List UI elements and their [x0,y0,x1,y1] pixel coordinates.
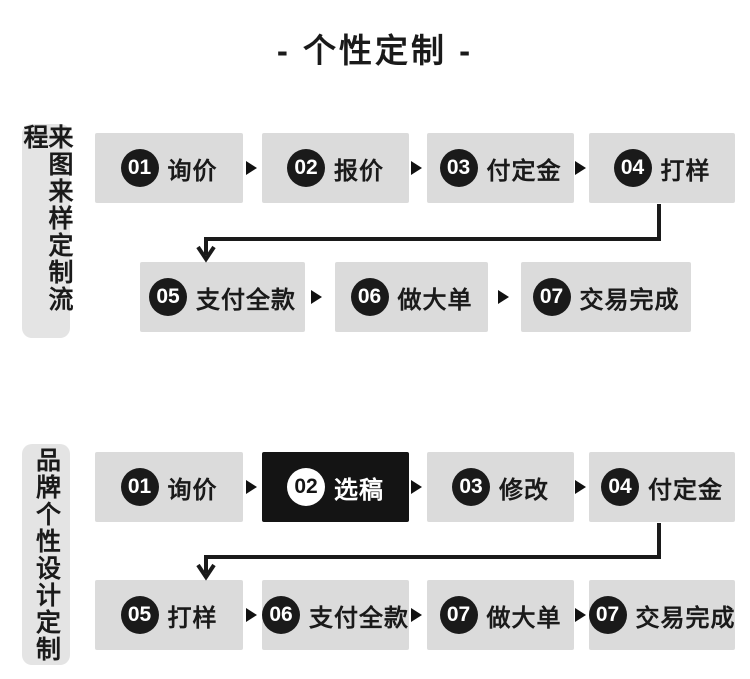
step-box-s2-fullpay: 06 支付全款 [262,580,409,650]
arrow-right-icon [411,161,422,175]
step-number-badge: 01 [120,468,159,506]
step-number-badge: 04 [613,149,652,187]
step-box-s1-fullpay: 05 支付全款 [140,262,305,332]
step-number-badge: 03 [452,468,490,506]
step-label: 询价 [167,476,218,504]
step-number-badge: 02 [287,149,325,187]
page-title: - 个性定制 - [276,32,474,69]
step-label: 付定金 [648,476,723,504]
step-number-badge: 07 [532,278,571,316]
arrow-right-icon [246,480,257,494]
arrow-right-icon [498,290,509,304]
step-label: 付定金 [486,157,562,185]
step-box-s1-complete: 07 交易完成 [521,262,691,332]
step-number-badge: 06 [262,596,300,634]
step-box-s2-complete: 07 交易完成 [588,580,736,650]
section-1-sidebar-label: 来图来样定制流程 [20,124,73,313]
section-2-sidebar: 品牌个性设计定制 [22,444,70,665]
step-box-s2-inquiry: 01 询价 [95,452,243,522]
step-label: 询价 [167,157,218,185]
step-box-s2-deposit: 04 付定金 [589,452,735,522]
section-2-sidebar-label: 品牌个性设计定制 [32,446,61,663]
step-label: 交易完成 [579,286,680,314]
step-box-s2-select-draft: 02 选稿 [262,452,409,522]
step-number-badge: 05 [120,596,159,634]
step-label: 做大单 [397,286,473,314]
arrow-right-icon [246,161,257,175]
connector-arrow-down-icon [196,563,216,581]
step-label: 打样 [660,157,711,185]
step-label: 交易完成 [635,604,736,632]
step-box-s1-inquiry: 01 询价 [95,133,243,203]
step-number-badge: 03 [439,149,478,187]
step-number-badge: 05 [149,278,187,316]
arrow-right-icon [311,290,322,304]
step-label: 打样 [167,604,218,632]
step-label: 做大单 [486,604,562,632]
step-number-badge: 01 [120,149,159,187]
step-box-s2-bulkorder: 07 做大单 [427,580,574,650]
step-label: 报价 [334,157,384,185]
connector-line [204,204,661,255]
connector-line [204,523,661,573]
connector-arrow-down-icon [196,245,216,263]
section-1-sidebar: 来图来样定制流程 [20,124,73,338]
step-number-badge: 02 [287,468,325,506]
step-number-badge: 04 [601,468,639,506]
step-box-s1-sample: 04 打样 [589,133,735,203]
step-box-s1-bulkorder: 06 做大单 [335,262,488,332]
arrow-right-icon [411,608,422,622]
step-box-s2-modify: 03 修改 [427,452,574,522]
step-label: 支付全款 [196,286,296,314]
step-box-s1-quote: 02 报价 [262,133,409,203]
step-box-s2-sample: 05 打样 [95,580,243,650]
step-label: 支付全款 [309,604,409,632]
step-label: 选稿 [334,476,384,504]
step-number-badge: 07 [588,596,627,634]
step-label: 修改 [499,476,549,504]
step-number-badge: 07 [439,596,478,634]
arrow-right-icon [246,608,257,622]
step-number-badge: 06 [350,278,389,316]
arrow-right-icon [575,161,586,175]
arrow-right-icon [575,608,586,622]
step-box-s1-deposit: 03 付定金 [427,133,574,203]
arrow-right-icon [575,480,586,494]
arrow-right-icon [411,480,422,494]
